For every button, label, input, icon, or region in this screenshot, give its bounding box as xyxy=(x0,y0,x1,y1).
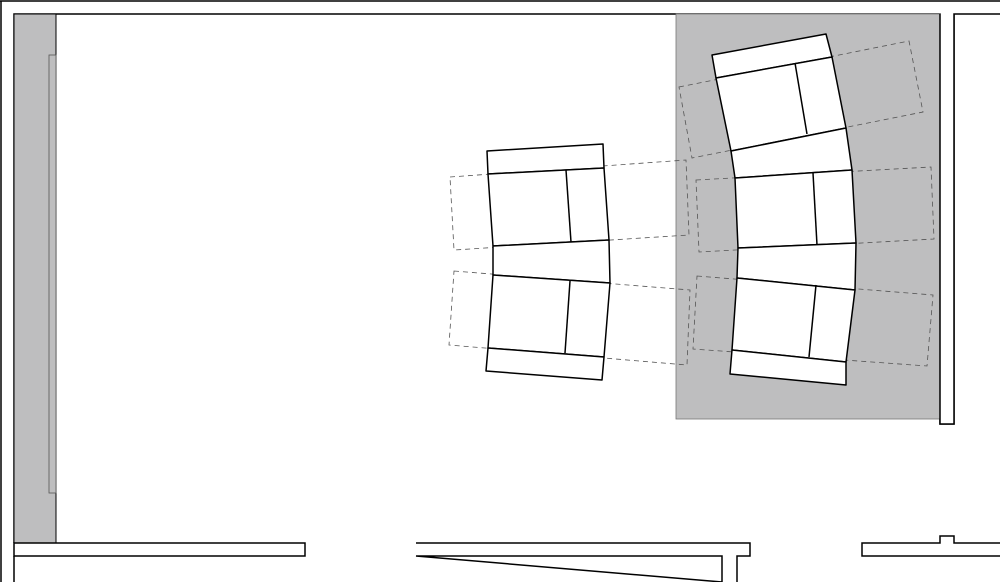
bottom-wall-middle xyxy=(415,542,751,582)
left-sofa[interactable] xyxy=(485,143,611,381)
bottom-wall-left xyxy=(13,542,306,557)
bottom-wall-right xyxy=(861,535,1000,557)
right-sofa[interactable] xyxy=(711,33,857,386)
left-inner-panel xyxy=(48,54,57,494)
